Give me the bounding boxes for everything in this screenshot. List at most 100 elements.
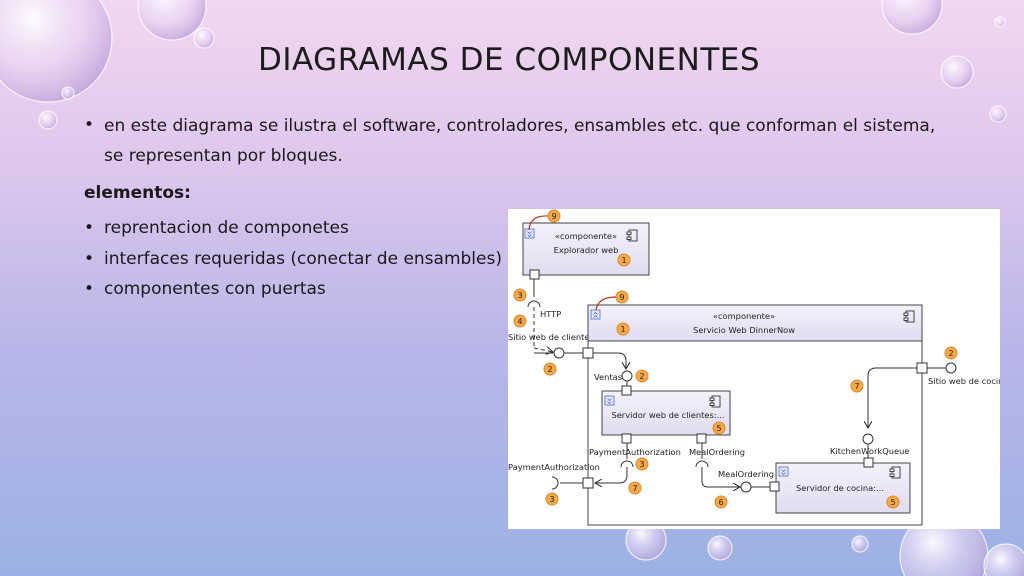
payment-auth-label: PaymentAuthorization — [589, 447, 681, 457]
payment-socket — [620, 460, 634, 468]
browser-port — [529, 269, 540, 280]
svg-text:9: 9 — [551, 212, 556, 221]
svg-text:7: 7 — [854, 382, 859, 391]
bullet-dot: • — [84, 249, 95, 269]
payment-auth-outer-label: PaymentAuthorization — [508, 462, 600, 472]
assembly-arrow — [701, 467, 740, 487]
kitchen-site-lollipop — [945, 362, 957, 374]
client-server-name: Servidor web de clientes:... — [611, 410, 724, 420]
dependency-arrow — [533, 348, 553, 352]
svg-text:3: 3 — [549, 495, 554, 504]
customer-site-label: Sitio web de clientes — [508, 332, 594, 342]
callout-badge: 3 — [513, 288, 527, 302]
service-port — [582, 477, 594, 489]
section-label: elementos: — [84, 183, 191, 203]
meal-ordering-label: MealOrdering — [689, 447, 745, 457]
bullet-text: componentes con puertas — [104, 279, 326, 299]
kitchen-server-name: Servidor de cocina:... — [796, 483, 884, 493]
water-drop — [61, 86, 75, 100]
expand-icon — [590, 309, 601, 320]
browser-stereotype: «componente» — [555, 231, 617, 241]
client-server-port — [621, 385, 632, 396]
callout-badge: 9 — [615, 290, 629, 304]
meal-port — [696, 433, 707, 444]
collapse-icon — [524, 228, 535, 239]
water-drop — [707, 535, 733, 561]
bullet-dot: • — [84, 218, 95, 238]
svg-text:4: 4 — [517, 317, 522, 326]
svg-text:7: 7 — [632, 484, 637, 493]
service-stereotype: «componente» — [713, 311, 775, 321]
kitchen-site-label: Sitio web de cocina — [928, 376, 1000, 386]
callout-badge: 7 — [850, 379, 864, 393]
collapse-icon — [604, 395, 615, 406]
water-drop — [881, 0, 943, 35]
callout-badge: 6 — [714, 495, 728, 509]
meal-socket — [695, 460, 709, 468]
callout-badge: 1 — [617, 253, 631, 267]
component-diagram-figure: «componente» Explorador web HTTP Sitio w… — [508, 209, 1000, 529]
callout-badge: 3 — [545, 492, 559, 506]
svg-text:9: 9 — [619, 293, 624, 302]
delegation-arrow — [868, 367, 922, 428]
kitchen-queue-lollipop — [862, 433, 874, 445]
svg-text:5: 5 — [716, 424, 721, 433]
customer-site-lollipop — [553, 347, 565, 359]
water-drop — [38, 110, 58, 130]
component-icon — [709, 395, 721, 408]
svg-text:1: 1 — [620, 325, 625, 334]
water-drop — [940, 55, 974, 89]
component-icon — [903, 310, 915, 323]
sales-lollipop — [621, 370, 633, 382]
callout-leaders — [528, 215, 617, 311]
kitchen-queue-port — [863, 457, 874, 468]
callout-badge: 9 — [547, 209, 561, 223]
callout-badge: 2 — [543, 362, 557, 376]
payment-outer-socket — [551, 476, 559, 490]
service-name: Servicio Web DinnerNow — [693, 325, 795, 335]
bullet-text: reprentacion de componetes — [104, 218, 349, 238]
water-drop — [851, 535, 869, 553]
sales-label: Ventas — [594, 372, 622, 382]
bullet-dot: • — [84, 279, 95, 299]
component-icon — [626, 229, 638, 242]
water-drop — [0, 0, 113, 103]
water-drop — [193, 27, 215, 49]
svg-text:3: 3 — [517, 291, 522, 300]
meal-ordering-inner-label: MealOrdering — [718, 469, 774, 479]
svg-text:1: 1 — [621, 256, 626, 265]
svg-text:3: 3 — [639, 460, 644, 469]
callout-badge: 5 — [886, 495, 900, 509]
component-diagram: «componente» Explorador web HTTP Sitio w… — [508, 209, 1000, 526]
kitchen-queue-label: KitchenWorkQueue — [830, 446, 909, 456]
svg-text:2: 2 — [639, 372, 644, 381]
callout-badges: 9 1 3 4 9 1 2 2 2 7 5 3 7 6 3 5 — [513, 209, 958, 509]
water-drop — [137, 0, 207, 41]
payment-port — [621, 433, 632, 444]
callout-badge: 2 — [944, 346, 958, 360]
callout-badge: 2 — [635, 369, 649, 383]
svg-text:5: 5 — [890, 498, 895, 507]
browser-name: Explorador web — [554, 245, 619, 255]
water-drop — [989, 105, 1007, 123]
callout-badge: 5 — [712, 421, 726, 435]
collapse-icon — [778, 466, 789, 477]
client-server-component — [601, 390, 731, 436]
delegation-arrow — [595, 467, 628, 483]
svg-text:6: 6 — [718, 498, 723, 507]
callout-badge: 4 — [513, 314, 527, 328]
callout-badge: 3 — [635, 457, 649, 471]
component-icon — [889, 466, 901, 479]
svg-text:2: 2 — [547, 365, 552, 374]
callout-badge: 7 — [628, 481, 642, 495]
slide-title: DIAGRAMAS DE COMPONENTES — [258, 42, 761, 78]
service-port — [582, 347, 594, 359]
bullet-dot: • — [84, 115, 95, 135]
service-header — [587, 304, 923, 342]
intro-text: en este diagrama se ilustra el software,… — [104, 116, 936, 166]
http-label: HTTP — [540, 309, 561, 319]
kitchen-meal-port — [769, 481, 780, 492]
water-drop — [994, 16, 1006, 28]
meal-lollipop — [740, 481, 752, 493]
svg-text:2: 2 — [948, 349, 953, 358]
